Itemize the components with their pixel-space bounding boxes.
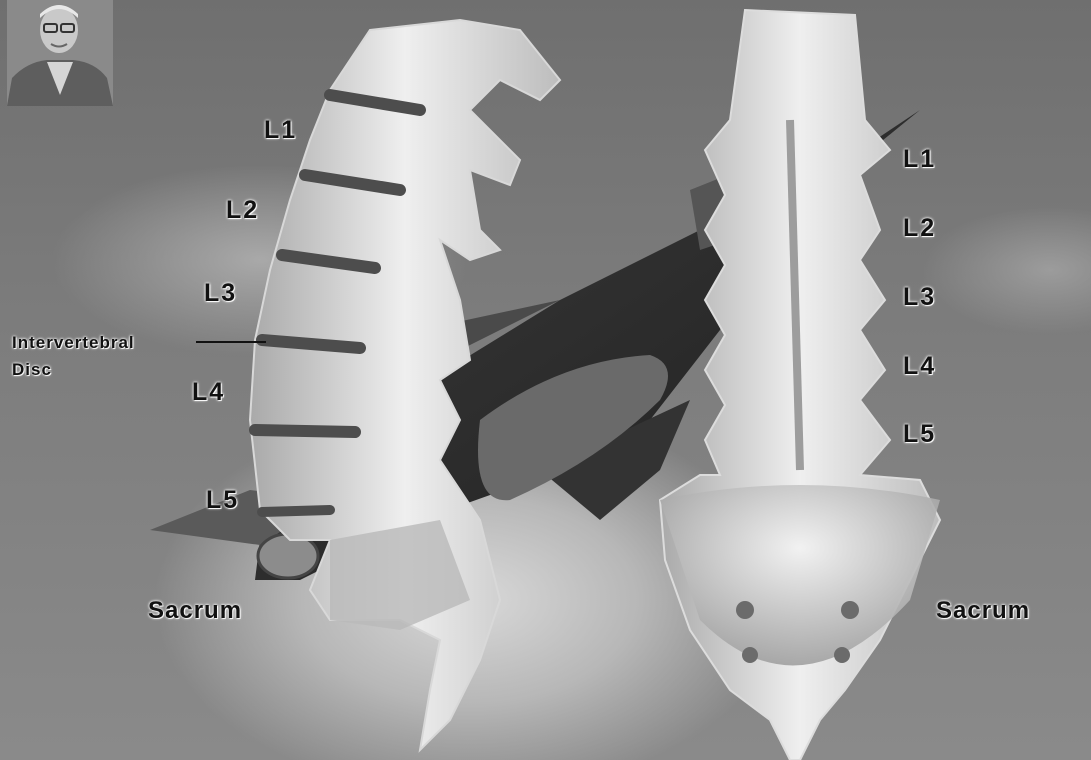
lateral-label-l3: L3 <box>204 279 237 308</box>
presenter-photo-icon <box>7 0 113 106</box>
lateral-label-l2: L2 <box>226 196 259 225</box>
lateral-label-l4: L4 <box>192 378 225 407</box>
disc-label-line1: Intervertebral <box>12 329 135 356</box>
posterior-label-l2: L2 <box>903 214 936 243</box>
posterior-label-l4: L4 <box>903 352 936 381</box>
intervertebral-disc-label: Intervertebral Disc <box>12 329 135 383</box>
posterior-label-l3: L3 <box>903 283 936 312</box>
posterior-spine-illustration <box>660 10 940 760</box>
posterior-label-l1: L1 <box>903 145 936 174</box>
lateral-label-l5: L5 <box>206 486 239 515</box>
lateral-sacrum-label: Sacrum <box>148 597 242 625</box>
disc-label-line2: Disc <box>12 356 135 383</box>
posterior-sacrum-label: Sacrum <box>936 597 1030 625</box>
lateral-label-l1: L1 <box>264 116 297 145</box>
posterior-label-l5: L5 <box>903 420 936 449</box>
